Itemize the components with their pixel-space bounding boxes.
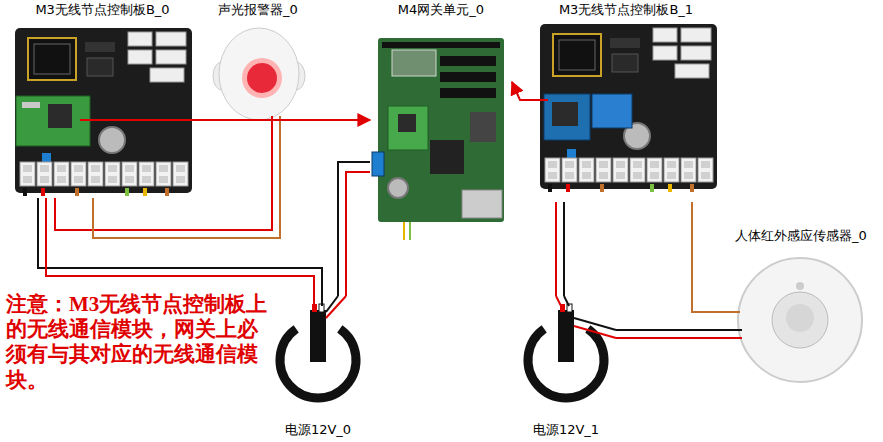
- power-supply: 电源12V_0: [268, 296, 368, 438]
- power-symbol: [280, 296, 356, 398]
- wire: [556, 202, 564, 296]
- pir-sensor-part: [796, 282, 804, 290]
- gateway-board-part: [440, 72, 496, 82]
- alarm-device-part: [279, 116, 281, 134]
- wire: [55, 134, 280, 238]
- gateway-board-part: [440, 88, 496, 98]
- control-board-part: [16, 96, 90, 146]
- gateway-board-part: [462, 190, 502, 218]
- power-symbol-part: [310, 310, 326, 362]
- pir-sensor-part: [786, 304, 814, 332]
- gateway-board-part: [470, 112, 496, 142]
- wire-line: [692, 202, 726, 312]
- control-board-part: [540, 24, 717, 192]
- control-board-part: [48, 104, 72, 128]
- control-board: [15, 28, 195, 196]
- gateway-board-part: [388, 106, 428, 150]
- device-label: M3无线节点控制板B_0: [33, 2, 171, 18]
- wire-line: [616, 337, 726, 339]
- gateway-board-part: [409, 222, 411, 240]
- control-board-part: [80, 119, 195, 121]
- power-symbol-part: [574, 326, 616, 338]
- gateway-board-part: [392, 50, 436, 76]
- alarm-device-part: [242, 58, 282, 98]
- power-symbol-part: [556, 296, 561, 306]
- device-label: 电源12V_1: [531, 422, 601, 438]
- pir-sensor-part: [772, 292, 828, 348]
- wire-line: [195, 119, 370, 121]
- wire: [38, 198, 322, 296]
- control-board: M3无线节点控制板B_0: [10, 2, 195, 198]
- wireless-link-arrow: [195, 120, 370, 121]
- control-board-part: [592, 94, 632, 128]
- alarm-device-part: [219, 28, 299, 120]
- control-board-part: [22, 102, 40, 108]
- power-symbol-part: [326, 296, 346, 318]
- power-supply: 电源12V_1: [516, 296, 616, 438]
- gateway-board-part: [403, 222, 405, 240]
- wire-line: [338, 162, 370, 296]
- power-symbol-part: [321, 296, 323, 306]
- device-label: 人体红外感应传感器_0: [733, 228, 869, 244]
- wire-line: [512, 82, 532, 100]
- device-label: M3无线节点控制板B_1: [557, 2, 695, 18]
- gateway-unit: M4网关单元_0: [370, 2, 512, 228]
- wire-line: [55, 134, 272, 230]
- control-board-part: [532, 99, 548, 101]
- pir-sensor: [726, 258, 862, 382]
- gateway-board-part: [430, 140, 464, 174]
- control-board: [532, 24, 717, 192]
- power-symbol-part: [558, 310, 574, 362]
- alarm-device: [213, 28, 305, 134]
- power-symbol-part: [564, 296, 569, 306]
- wire-line: [346, 172, 370, 296]
- control-board: M3无线节点控制板B_1: [532, 2, 720, 202]
- gateway-board-part: [372, 152, 384, 176]
- gateway-board-part: [440, 56, 496, 66]
- gateway-board: [372, 38, 504, 240]
- control-board-part: [552, 102, 578, 126]
- pir-sensor: 人体红外感应传感器_0: [726, 228, 876, 390]
- pir-sensor-part: [726, 337, 742, 339]
- wireless-link-arrow: [512, 82, 532, 100]
- wire-line: [93, 134, 280, 238]
- wire-line: [46, 198, 314, 296]
- wire-line: [616, 329, 726, 331]
- power-symbol-part: [313, 296, 315, 306]
- gateway-board-part: [398, 114, 416, 132]
- wire: [338, 162, 370, 296]
- note-text: 注意：M3无线节点控制板上的无线通信模块，网关上必须有与其对应的无线通信模块。: [6, 292, 268, 393]
- device-label: 电源12V_0: [283, 422, 353, 438]
- device-label: M4网关单元_0: [396, 2, 486, 18]
- gateway-board-part: [382, 42, 500, 48]
- wire: [616, 330, 726, 338]
- wire-line: [563, 202, 565, 296]
- alarm-device-part: [247, 63, 277, 93]
- alarm-device-part: [271, 116, 273, 134]
- power-symbol-part: [326, 296, 338, 312]
- gateway-board-part: [378, 38, 504, 222]
- wire-line: [555, 202, 557, 296]
- alarm-device: 声光报警器_0: [206, 2, 310, 134]
- gateway-board-part: [388, 178, 408, 198]
- device-label: 声光报警器_0: [216, 2, 300, 18]
- pir-sensor-part: [726, 311, 740, 313]
- control-board-part: [544, 94, 590, 140]
- power-symbol: [528, 296, 616, 398]
- wire: [692, 202, 726, 312]
- pir-sensor-part: [738, 258, 862, 382]
- control-board-part: [15, 28, 192, 196]
- wire-line: [38, 198, 322, 296]
- pir-sensor-part: [726, 329, 742, 331]
